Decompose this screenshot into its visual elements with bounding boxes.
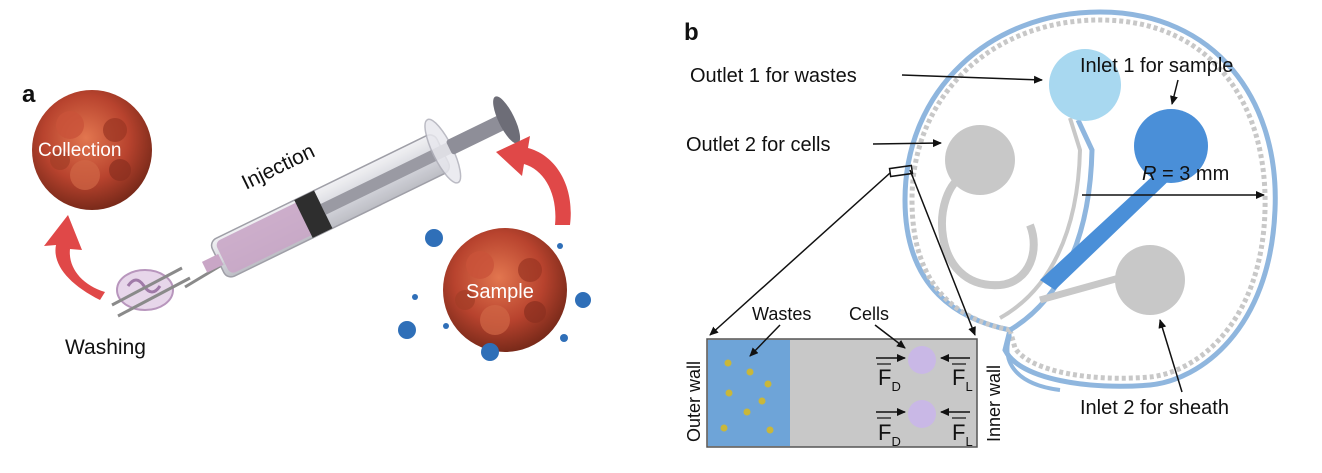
arrow-sample-to-injection — [496, 136, 571, 225]
collection-cell-icon — [32, 90, 152, 210]
panel-b: b Outlet 1 for wastes Inlet 1 for sample… — [684, 9, 1278, 449]
collection-label: Collection — [38, 140, 121, 161]
fd-label-bottom: FD — [878, 420, 901, 449]
outlet2-arrow — [872, 139, 942, 148]
sample-label: Sample — [466, 281, 534, 303]
wastes-arrow — [749, 324, 781, 357]
channel-cross-section: FD FL FD FL — [706, 338, 978, 449]
arrow-washing-to-collection — [44, 215, 105, 300]
cross-section-marker — [888, 164, 914, 178]
zoom-line-right — [909, 169, 976, 336]
panel-a: a Collection Washing — [22, 81, 591, 361]
outlet1-arrow — [901, 74, 1043, 84]
washing-label: Washing — [65, 336, 146, 359]
inlet1-arrow — [1170, 79, 1179, 105]
inlet1-circle — [1134, 109, 1208, 183]
injection-label: Injection — [238, 140, 318, 195]
bacteria-particles — [398, 229, 591, 361]
fl-label-top: FL — [952, 365, 973, 394]
zoom-line-left — [709, 172, 891, 336]
cell-bottom — [908, 400, 936, 428]
inlet2-circle — [1115, 245, 1185, 315]
inlet2-arrow — [1158, 319, 1183, 393]
outlet1-label: Outlet 1 for wastes — [690, 65, 857, 87]
waste-particles — [720, 359, 774, 434]
outlet1-circle — [1049, 49, 1121, 121]
cells-label: Cells — [849, 304, 889, 324]
cells-arrow — [874, 324, 906, 349]
inlet2-label: Inlet 2 for sheath — [1080, 397, 1229, 419]
inner-wall-label: Inner wall — [984, 365, 1004, 442]
panel-b-letter: b — [684, 19, 699, 46]
cell-top — [908, 346, 936, 374]
radius-label: R = 3 mm — [1142, 163, 1229, 185]
outlet2-label: Outlet 2 for cells — [686, 134, 831, 156]
wastes-label: Wastes — [752, 304, 811, 324]
fl-label-bottom: FL — [952, 420, 973, 449]
sample-cell-icon — [443, 228, 567, 352]
outlet2-circle — [945, 125, 1015, 195]
fd-label-top: FD — [878, 365, 901, 394]
inlet1-label: Inlet 1 for sample — [1080, 55, 1233, 77]
washing-chip-icon — [111, 266, 191, 318]
panel-a-letter: a — [22, 81, 36, 108]
spiral-chip — [902, 9, 1278, 392]
syringe-icon — [184, 96, 521, 289]
outer-wall-label: Outer wall — [684, 361, 704, 442]
